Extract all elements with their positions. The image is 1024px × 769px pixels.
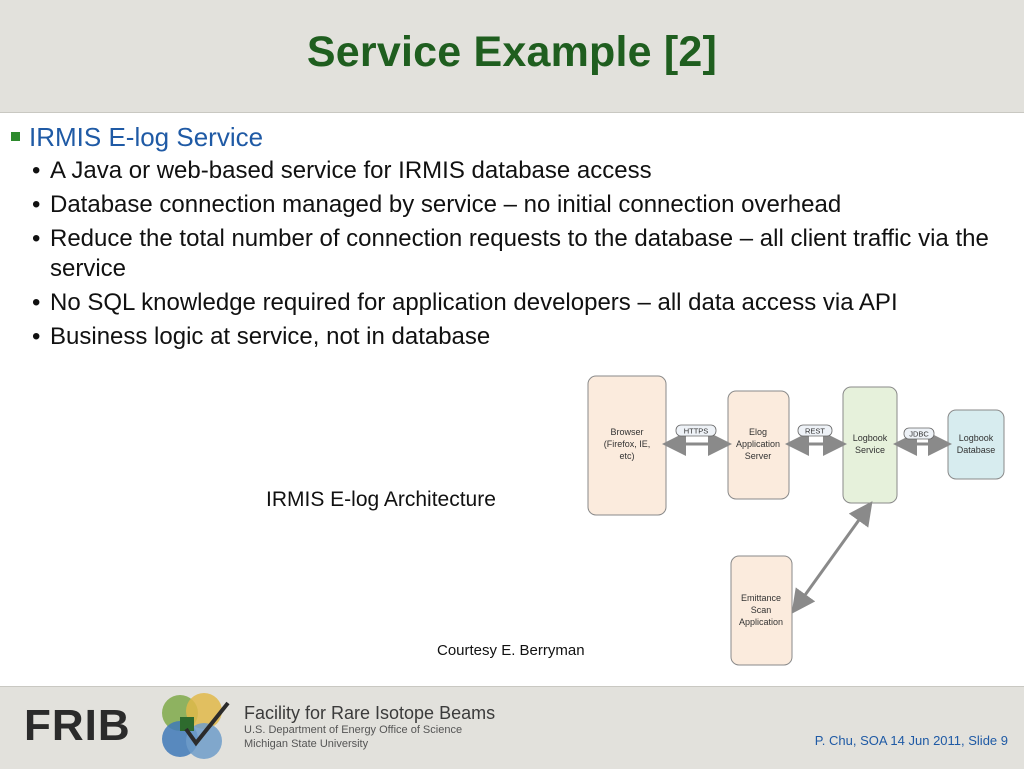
svg-text:Server: Server [745, 451, 772, 461]
frib-logo-text: FRIB [24, 701, 131, 750]
svg-text:Database: Database [957, 445, 996, 455]
logbook-service-node: Logbook Service [842, 386, 898, 504]
sub-bullet: •Database connection managed by service … [32, 191, 842, 218]
slide-info: P. Chu, SOA 14 Jun 2011, Slide 9 [814, 733, 1008, 748]
elog-server-node: Elog Application Server [727, 390, 790, 500]
svg-text:Elog: Elog [749, 427, 767, 437]
frib-logo-icon [162, 693, 230, 759]
svg-text:Logbook: Logbook [853, 433, 888, 443]
svg-text:Scan: Scan [751, 605, 772, 615]
connector-rest: REST [785, 424, 847, 456]
sub-bullet: •Reduce the total number of connection r… [32, 225, 989, 282]
sub-bullet-list: •A Java or web-based service for IRMIS d… [32, 156, 1017, 356]
svg-text:Service: Service [855, 445, 885, 455]
browser-node: Browser (Firefox, IE, etc) [587, 375, 667, 516]
architecture-diagram: Browser (Firefox, IE, etc) Elog Applicat… [587, 375, 1005, 666]
org-name: Facility for Rare Isotope Beams [244, 703, 496, 723]
main-bullet-text: IRMIS E-log Service [29, 122, 264, 152]
svg-text:etc): etc) [619, 451, 634, 461]
rest-label: REST [805, 427, 825, 436]
slide-header: Service Example [2] [0, 0, 1024, 113]
logbook-database-node: Logbook Database [947, 409, 1005, 480]
connector-emittance-service [791, 501, 873, 614]
org-subline-1: U.S. Department of Energy Office of Scie… [244, 724, 463, 736]
svg-text:Application: Application [736, 439, 780, 449]
svg-text:Logbook: Logbook [959, 433, 994, 443]
emittance-node: Emittance Scan Application [730, 555, 793, 666]
svg-text:Application: Application [739, 617, 783, 627]
courtesy-note: Courtesy E. Berryman [437, 642, 585, 659]
slide-title: Service Example [2] [306, 28, 718, 76]
diagram-caption: IRMIS E-log Architecture [266, 488, 496, 511]
svg-text:Emittance: Emittance [741, 593, 781, 603]
sub-bullet: •Business logic at service, not in datab… [32, 323, 491, 350]
svg-text:Browser: Browser [610, 427, 643, 437]
main-bullet: IRMIS E-log Service [11, 122, 263, 153]
sub-bullet: •A Java or web-based service for IRMIS d… [32, 157, 652, 184]
jdbc-label: JDBC [909, 430, 929, 439]
org-subline-2: Michigan State University [244, 738, 369, 750]
svg-text:JDBC: JDBC [909, 430, 929, 439]
slide-content: IRMIS E-log Service •A Java or web-based… [0, 112, 1024, 686]
square-bullet-icon [11, 131, 20, 141]
svg-text:(Firefox, IE,: (Firefox, IE, [604, 439, 651, 449]
connector-jdbc: JDBC [893, 427, 952, 456]
slide-footer: FRIB Facility for Rare Isotope Beams U.S… [0, 686, 1024, 769]
sub-bullet: •No SQL knowledge required for applicati… [32, 289, 898, 316]
svg-text:HTTPS: HTTPS [684, 427, 709, 436]
connector-https: HTTPS [662, 424, 732, 456]
https-label: HTTPS [684, 427, 709, 436]
svg-text:REST: REST [805, 427, 825, 436]
